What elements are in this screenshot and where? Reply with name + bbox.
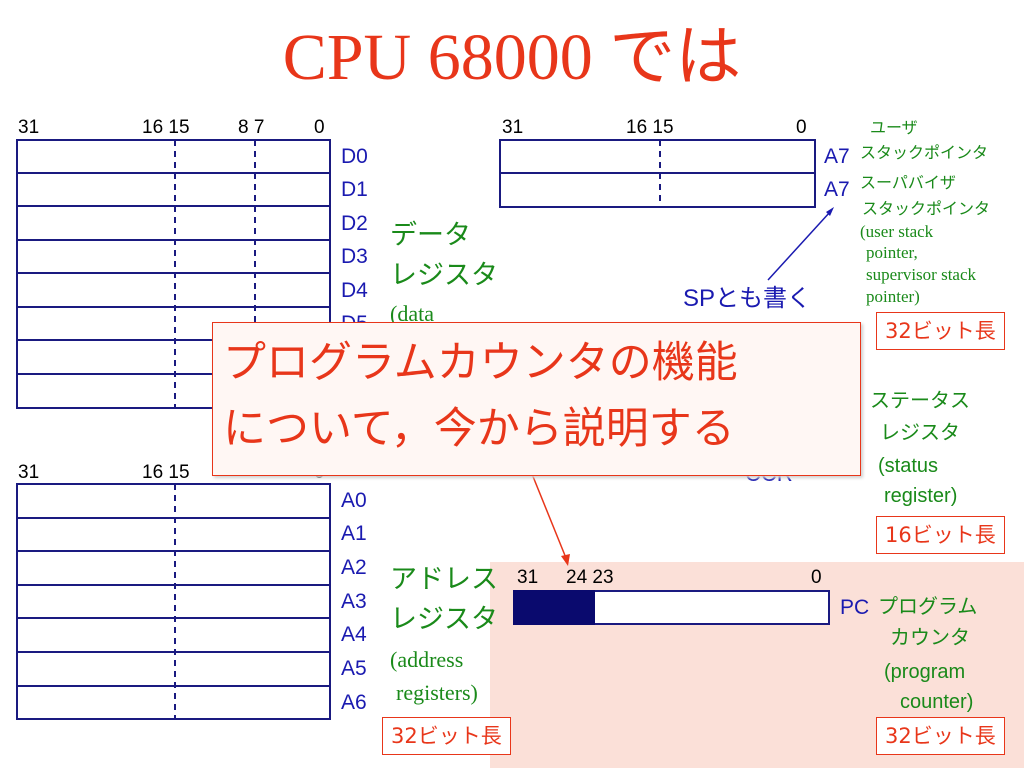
slide-title: CPU 68000 では: [282, 21, 742, 94]
bit-label: 31: [18, 117, 40, 138]
sp-en-label-4: pointer): [866, 287, 920, 306]
bit-label: 0: [811, 567, 822, 588]
pc-label-jp-1: プログラム: [878, 594, 978, 618]
register-name-d4: D4: [341, 279, 368, 302]
address-register-label-en-2: registers): [396, 680, 478, 705]
callout-arrow-head: [561, 554, 570, 566]
bit-label: 16 15: [142, 117, 190, 138]
pc-width-badge: 32ビット長: [876, 717, 1005, 755]
register-name-a7-supervisor: A7: [824, 178, 850, 201]
program-counter-block: [513, 590, 830, 625]
register-name-d2: D2: [341, 212, 368, 235]
stack-pointer-block: [499, 139, 816, 208]
register-name-a5: A5: [341, 657, 367, 680]
pc-label-en-1: (program: [884, 661, 966, 683]
data-register-label-jp-1: データ: [390, 220, 471, 251]
ssp-label-1: スーパバイザ: [860, 173, 956, 192]
usp-label-2: スタックポインタ: [860, 143, 989, 162]
status-register-width-badge: 16ビット長: [876, 516, 1005, 554]
bit-label: 8 7: [238, 117, 265, 138]
register-name-a3: A3: [341, 590, 367, 613]
sp-en-label-2: pointer,: [866, 243, 918, 262]
address-register-label-jp-2: レジスタ: [390, 604, 498, 635]
sp-en-label-1: (user stack: [860, 222, 934, 241]
bit-label: 0: [314, 117, 325, 138]
register-name-a6: A6: [341, 691, 367, 714]
ssp-label-2: スタックポインタ: [862, 199, 991, 218]
register-name-a2: A2: [341, 556, 367, 579]
address-register-width-badge: 32ビット長: [382, 717, 511, 755]
bit-label: 31: [18, 462, 40, 483]
status-register-en-2: register): [884, 485, 958, 507]
bit-label: 0: [796, 117, 807, 138]
bit-label: 31: [502, 117, 524, 138]
callout-line-2: について，今から説明する: [223, 404, 735, 454]
address-register-label-en-1: (address: [390, 647, 464, 672]
stack-pointer-width-badge: 32ビット長: [876, 312, 1005, 350]
data-register-label-en: (data: [390, 301, 434, 326]
pc-label-en-2: counter): [900, 691, 974, 713]
width-text: 32ビット長: [885, 724, 996, 748]
sp-en-label-3: supervisor stack: [866, 265, 977, 284]
register-name-a4: A4: [341, 623, 367, 646]
sp-note: SPとも書く: [683, 285, 812, 312]
pc-unused-bits: [513, 590, 595, 625]
width-text: 32ビット長: [885, 319, 996, 343]
register-name-d0: D0: [341, 145, 368, 168]
status-register-en-1: (status: [878, 455, 939, 477]
bit-label: 16 15: [626, 117, 674, 138]
sp-arrow-head: [826, 207, 834, 216]
explanation-callout: プログラムカウンタの機能 について，今から説明する: [212, 322, 861, 476]
width-text: 16ビット長: [885, 523, 996, 547]
callout-arrow-line: [531, 473, 567, 559]
data-register-label-jp-2: レジスタ: [390, 260, 498, 291]
register-name-d1: D1: [341, 178, 368, 201]
width-text: 32ビット長: [391, 724, 502, 748]
bit-label: 24 23: [566, 567, 614, 588]
address-register-block: [16, 483, 331, 720]
register-name-a0: A0: [341, 489, 367, 512]
register-name-a1: A1: [341, 522, 367, 545]
bit-label: 31: [517, 567, 539, 588]
sp-arrow-line: [767, 211, 831, 281]
status-register-jp-2: レジスタ: [880, 420, 960, 444]
register-name-pc: PC: [840, 596, 870, 619]
pc-label-jp-2: カウンタ: [890, 625, 970, 649]
address-register-label-jp-1: アドレス: [390, 564, 498, 595]
address-register-frame: [16, 483, 331, 720]
status-register-jp-1: ステータス: [870, 388, 970, 412]
register-name-d3: D3: [341, 245, 368, 268]
usp-label-1: ユーザ: [870, 118, 918, 137]
bit-label: 16 15: [142, 462, 190, 483]
callout-line-1: プログラムカウンタの機能: [223, 338, 738, 388]
register-name-a7-user: A7: [824, 145, 850, 168]
